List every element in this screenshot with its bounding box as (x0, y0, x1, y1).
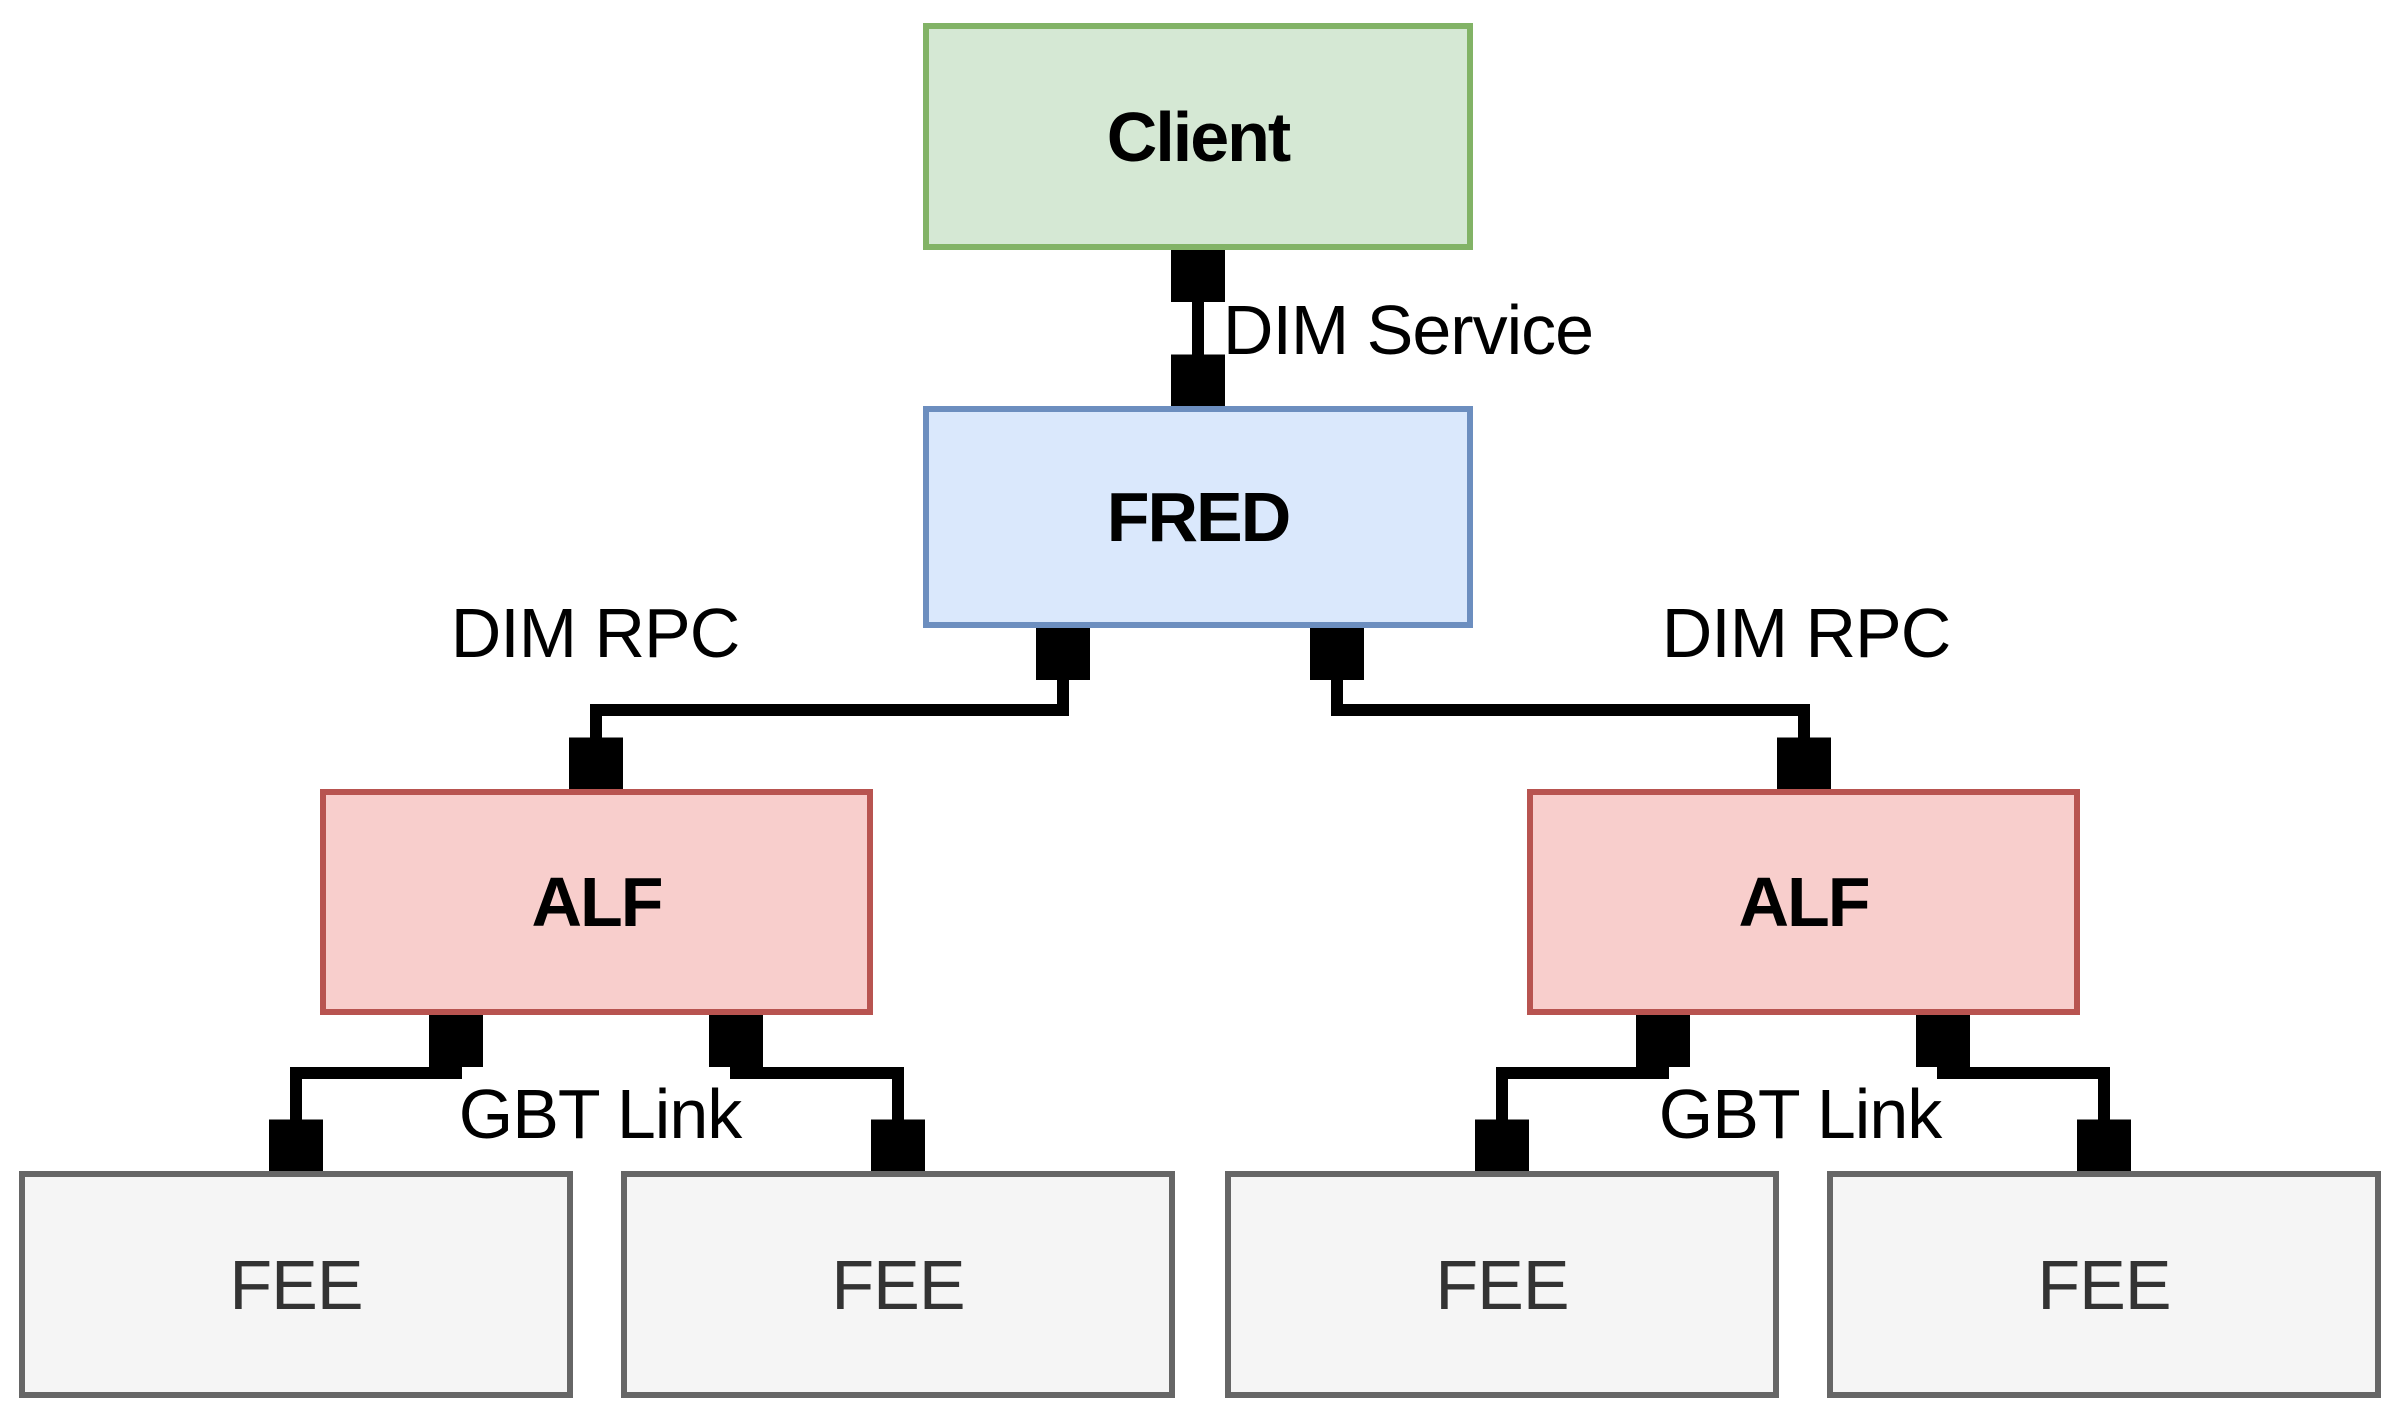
edge-label-gbt-link-left: GBT Link (458, 1075, 742, 1153)
edge-label-dim-service: DIM Service (1222, 291, 1594, 369)
node-fee-4-label: FEE (2037, 1245, 2171, 1324)
edge-label-gbt-link-right: GBT Link (1658, 1075, 1942, 1153)
edge-alf-right-fee4-arrow (1943, 1015, 2104, 1171)
node-fee-2: FEE (621, 1171, 1175, 1398)
node-fee-3: FEE (1225, 1171, 1779, 1398)
node-fred-label: FRED (1106, 478, 1292, 556)
node-fee-3-label: FEE (1435, 1245, 1569, 1324)
node-alf-left: ALF (320, 789, 873, 1015)
edge-alf-right-fee3-arrow (1502, 1015, 1663, 1171)
node-alf-left-label: ALF (531, 863, 663, 941)
node-fee-1-label: FEE (229, 1245, 363, 1324)
node-alf-right: ALF (1527, 789, 2080, 1015)
edge-alf-left-fee1-arrow (296, 1015, 456, 1171)
node-fred: FRED (923, 406, 1473, 628)
edge-label-dim-rpc-left: DIM RPC (450, 594, 741, 672)
node-fee-4: FEE (1827, 1171, 2381, 1398)
node-client: Client (923, 23, 1473, 250)
node-client-label: Client (1106, 97, 1291, 176)
node-fee-2-label: FEE (831, 1245, 965, 1324)
node-fee-1: FEE (19, 1171, 573, 1398)
node-alf-right-label: ALF (1738, 863, 1870, 941)
edge-alf-left-fee2-arrow (736, 1015, 898, 1171)
edge-label-dim-rpc-right: DIM RPC (1661, 594, 1952, 672)
